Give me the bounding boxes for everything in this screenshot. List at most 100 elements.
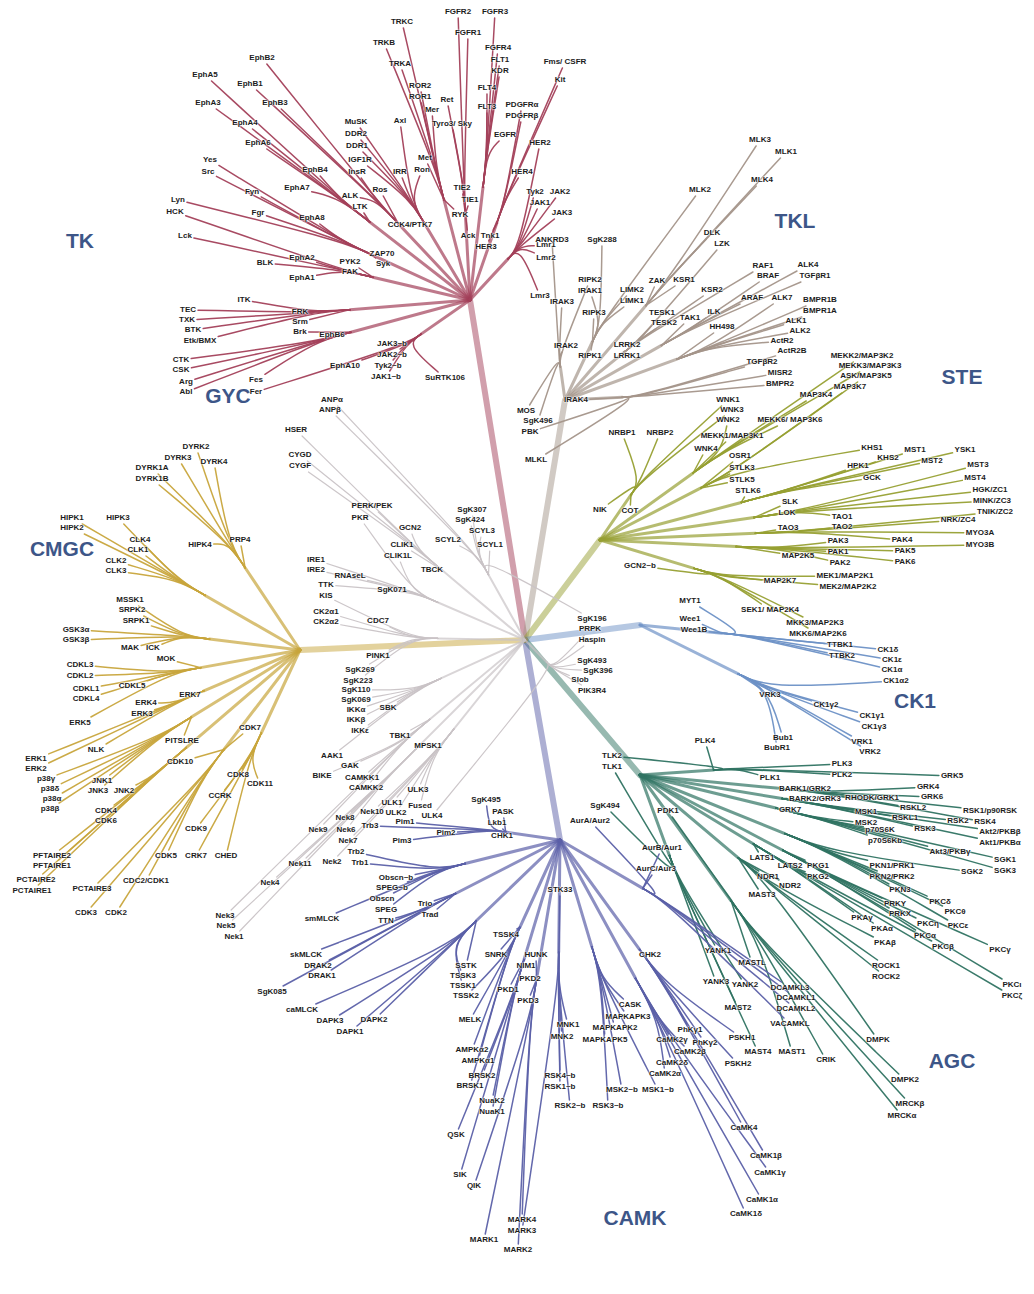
twig-branch: [738, 674, 776, 742]
twig-branch: [754, 468, 965, 517]
kinase-label: BARK1/GRK2: [779, 785, 831, 793]
twig-branch: [489, 551, 490, 575]
kinase-label: MAPKAPK2: [593, 1024, 638, 1032]
kinase-label: ARAF: [741, 294, 763, 302]
kinase-label: DYRK4: [200, 458, 227, 466]
limb-branch: [350, 300, 470, 310]
kinase-label: CK1δ: [878, 646, 899, 654]
kinase-label: PKG2: [807, 873, 829, 881]
kinase-label: MAP2K7: [764, 577, 796, 585]
kinase-label: HUNK: [524, 951, 547, 959]
kinase-label: MISR2: [768, 369, 792, 377]
kinase-label: PSKH2: [725, 1060, 752, 1068]
twig-branch: [731, 901, 897, 1110]
kinase-label: TEC: [180, 306, 196, 314]
kinase-label: PKCα: [914, 932, 936, 940]
kinase-label: ASK/MAP3K5: [840, 372, 892, 380]
kinase-label: BLK: [257, 259, 273, 267]
kinase-label: HPK1: [847, 462, 868, 470]
limb-branch: [438, 603, 525, 641]
kinase-label: MST2: [921, 457, 942, 465]
twig-branch: [754, 480, 962, 517]
limb-branch: [191, 650, 300, 717]
twig-branch: [335, 600, 438, 638]
kinase-label: TLK2: [602, 752, 622, 760]
kinase-label: DYRK1A: [136, 464, 169, 472]
kinase-label: RSK3~b: [593, 1102, 624, 1110]
kinase-label: COT: [622, 507, 639, 515]
twig-branch: [731, 901, 823, 1054]
kinase-label: CDK11: [247, 780, 273, 788]
kinase-label: Brk: [293, 328, 306, 336]
limb-branch: [640, 625, 738, 674]
kinase-label: MAP3K4: [800, 391, 832, 399]
kinase-label: PKD2: [519, 975, 540, 983]
twig-branch: [400, 729, 454, 807]
kinase-label: MLK4: [751, 176, 773, 184]
kinase-label: CK1γ3: [862, 723, 887, 731]
twig-branch: [736, 546, 893, 560]
kinase-label: TTBK2: [829, 652, 855, 660]
kinase-label: PYK2: [340, 258, 361, 266]
kinase-label: MRCKβ: [896, 1100, 925, 1108]
twig-branch: [707, 747, 714, 770]
kinase-label: PAK6: [895, 558, 916, 566]
group-label: CK1: [894, 690, 936, 711]
kinase-label: CaMK2α: [649, 1070, 681, 1078]
kinase-label: SGK2: [961, 868, 983, 876]
kinase-label: PKR: [352, 514, 369, 522]
kinase-label: NRK/ZC4: [941, 516, 976, 524]
twig-branch: [661, 282, 800, 345]
kinase-label: MYO3A: [966, 529, 994, 537]
kinase-label: LTK: [353, 203, 368, 211]
kinase-label: CLK3: [106, 567, 127, 575]
twig-branch: [378, 729, 453, 806]
kinase-label: PAK5: [895, 547, 916, 555]
twig-branch: [714, 769, 939, 775]
twig-branch: [373, 678, 442, 697]
kinase-label: CCRK: [208, 792, 231, 800]
kinase-label: HIPK3: [106, 514, 130, 522]
kinase-label: ERK7: [179, 691, 200, 699]
kinase-label: Ret: [441, 96, 454, 104]
twig-branch: [281, 109, 398, 223]
kinase-label: p70S6Kb: [868, 837, 902, 845]
kinase-label: FGFR3: [482, 8, 508, 16]
kinase-label: CDK6: [95, 817, 117, 825]
kinase-label: BRAF: [757, 272, 779, 280]
kinase-label: PKCη: [917, 920, 939, 928]
kinase-label: Nek3: [215, 912, 234, 920]
kinase-label: PLK2: [832, 771, 852, 779]
kinase-label: IRAK4: [564, 396, 588, 404]
twig-branch: [231, 719, 430, 910]
twig-branch: [677, 333, 714, 359]
kinase-label: Tnk1: [481, 232, 500, 240]
kinase-label: CDK8: [227, 771, 249, 779]
kinase-label: SCYL2: [435, 536, 461, 544]
kinase-label: Src: [202, 168, 215, 176]
kinase-label: NRBP1: [608, 429, 635, 437]
twig-branch: [338, 406, 489, 575]
kinase-label: ZAK: [649, 277, 665, 285]
kinase-label: Akt3/PKBγ: [930, 848, 971, 856]
kinase-label: LOK: [779, 509, 796, 517]
twig-branch: [624, 757, 722, 770]
kinase-label: TTN: [378, 917, 394, 925]
kinase-label: CTK: [173, 356, 189, 364]
kinase-label: MAK: [121, 644, 139, 652]
kinase-label: PDGFRβ: [506, 112, 539, 120]
twig-branch: [540, 363, 560, 415]
kinase-label: CSK: [173, 366, 190, 374]
kinase-label: MINK/ZC3: [973, 497, 1011, 505]
twig-branch: [677, 342, 769, 359]
twig-branch: [467, 921, 476, 960]
kinase-label: PCTAIRE3: [73, 885, 112, 893]
kinase-label: DCAMKL3: [770, 984, 809, 992]
kinase-label: MAST2: [724, 1004, 751, 1012]
kinase-label: FGFR2: [445, 8, 471, 16]
kinase-label: CYGD: [288, 451, 311, 459]
kinase-label: BRSK2: [468, 1072, 495, 1080]
kinase-label: AurB/Aur1: [642, 844, 682, 852]
kinase-label: MLK3: [749, 136, 771, 144]
twig-branch: [622, 385, 764, 397]
